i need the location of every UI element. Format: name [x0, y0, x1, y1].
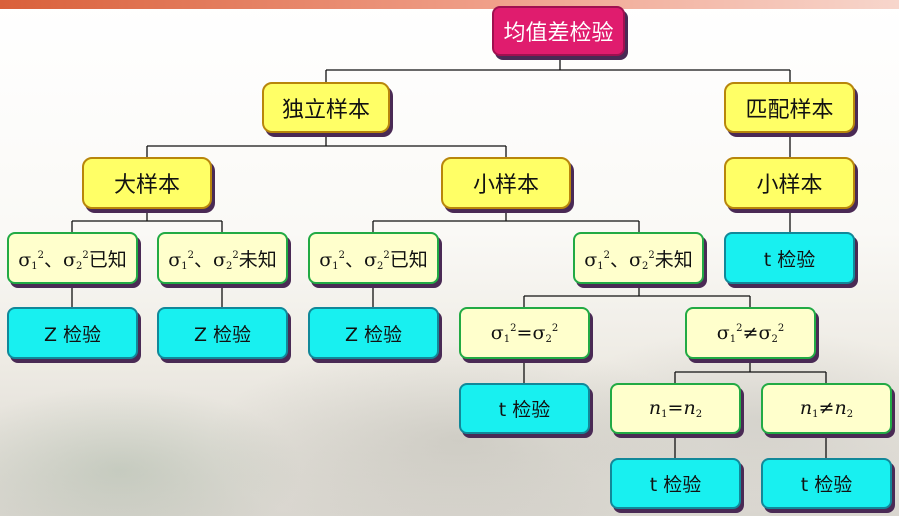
small-known-z-test-node: Z 检验: [308, 307, 439, 359]
n-not-equal-expr: n1≠n2: [799, 397, 854, 420]
root-node: 均值差检验: [492, 6, 625, 56]
n-not-equal-t-test-node: t 检验: [761, 458, 892, 509]
small-sigma-unknown-node: σ12、σ22未知: [573, 232, 704, 284]
root-label: 均值差检验: [503, 21, 614, 46]
z-test-label: Z 检验: [193, 323, 252, 346]
t-test-label: t 检验: [649, 474, 702, 496]
sigma-unknown-expr: σ12、σ22未知: [584, 248, 693, 272]
n-equal-t-test-node: t 检验: [610, 458, 741, 509]
paired-small-sample-label: 小样本: [756, 173, 823, 198]
large-sample-node: 大样本: [82, 157, 212, 209]
z-test-label: Z 检验: [43, 323, 102, 346]
independent-samples-label: 独立样本: [281, 97, 370, 123]
equal-variance-t-test-node: t 检验: [459, 383, 590, 434]
paired-small-sample-node: 小样本: [724, 157, 855, 209]
top-accent-bar: [0, 0, 899, 9]
variance-equal-node: σ12=σ22: [459, 307, 590, 359]
independent-samples-node: 独立样本: [262, 82, 390, 133]
paired-samples-node: 匹配样本: [724, 82, 855, 133]
variance-equal-expr: σ12=σ22: [490, 321, 559, 345]
n-equal-node: n1=n2: [610, 383, 741, 434]
paired-samples-label: 匹配样本: [745, 97, 834, 123]
large-known-z-test-node: Z 检验: [7, 307, 138, 359]
large-unknown-z-test-node: Z 检验: [157, 307, 288, 359]
sigma-known-expr: σ12、σ22已知: [18, 248, 127, 272]
small-sigma-known-node: σ12、σ22已知: [308, 232, 439, 284]
large-sigma-unknown-node: σ12、σ22未知: [157, 232, 288, 284]
sigma-unknown-expr: σ12、σ22未知: [168, 248, 277, 272]
small-sample-node: 小样本: [441, 157, 571, 209]
z-test-label: Z 检验: [344, 323, 403, 346]
large-sigma-known-node: σ12、σ22已知: [7, 232, 138, 284]
n-not-equal-node: n1≠n2: [761, 383, 892, 434]
small-sample-label: 小样本: [472, 173, 539, 198]
variance-not-equal-expr: σ12≠σ22: [716, 321, 785, 345]
t-test-label: t 检验: [800, 474, 853, 496]
variance-not-equal-node: σ12≠σ22: [685, 307, 816, 359]
large-sample-label: 大样本: [113, 173, 180, 198]
paired-t-test-node: t 检验: [724, 232, 855, 284]
t-test-label: t 检验: [763, 248, 816, 271]
sigma-known-expr: σ12、σ22已知: [319, 248, 428, 272]
n-equal-expr: n1=n2: [648, 397, 703, 420]
t-test-label: t 检验: [498, 399, 551, 421]
